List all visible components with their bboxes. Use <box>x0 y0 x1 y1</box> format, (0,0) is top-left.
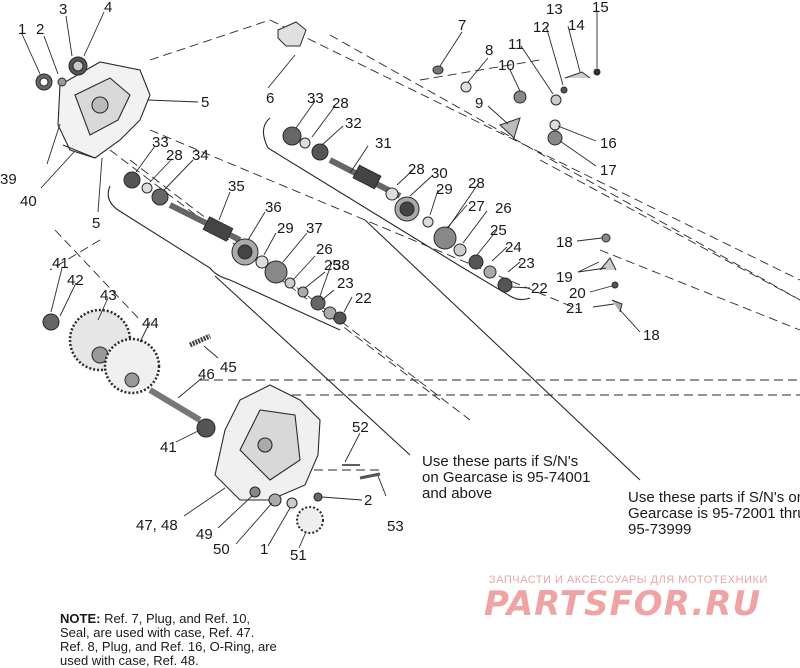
annotation-lower-line: 95-73999 <box>628 521 691 538</box>
callout-18: 18 <box>556 234 573 251</box>
callout-40: 40 <box>20 193 37 210</box>
callout-28: 28 <box>166 147 183 164</box>
callout-7: 7 <box>458 17 466 34</box>
note-label: NOTE: <box>60 611 101 626</box>
callout-25: 25 <box>324 257 341 274</box>
serial-number-annotation-upper: Use these parts if S/N's on Gearcase is … <box>422 453 590 502</box>
callout-15: 15 <box>592 0 609 16</box>
callout-8: 8 <box>485 42 493 59</box>
middle-shaft-assembly <box>123 171 347 325</box>
annotation-upper-line: on Gearcase is 95-74001 <box>422 469 590 486</box>
callout-6: 6 <box>266 90 274 107</box>
callout-11: 11 <box>508 36 524 53</box>
callout-47-48: 47, 48 <box>136 517 178 534</box>
callout-51: 51 <box>290 547 307 564</box>
serial-number-annotation-lower: Use these parts if S/N's on Gearcase is … <box>628 489 800 538</box>
assembly-dashed-lines <box>49 19 800 471</box>
watermark-logo: PARTSFOR.RU <box>484 584 762 624</box>
callout-41: 41 <box>160 439 177 456</box>
callout-5: 5 <box>92 215 100 232</box>
callout-17: 17 <box>600 162 617 179</box>
callout-21: 21 <box>566 300 583 317</box>
callout-25: 25 <box>490 222 507 239</box>
callout-16: 16 <box>600 135 617 152</box>
note-line-1: NOTE: Ref. 7, Plug, and Ref. 10, <box>60 612 277 626</box>
group-brackets <box>107 117 641 481</box>
watermark-caption: ЗАПЧАСТИ И АКСЕССУАРЫ ДЛЯ МОТОТЕХНИКИ <box>489 574 768 586</box>
callout-20: 20 <box>569 285 586 302</box>
callout-44: 44 <box>142 315 159 332</box>
callout-1: 1 <box>260 541 268 558</box>
callout-14: 14 <box>568 17 585 34</box>
callout-2: 2 <box>36 21 44 38</box>
callout-5: 5 <box>201 94 209 111</box>
note-line-1-text: Ref. 7, Plug, and Ref. 10, <box>100 611 251 626</box>
callout-19: 19 <box>556 269 573 286</box>
callout-9: 9 <box>475 95 483 112</box>
callout-28: 28 <box>468 175 485 192</box>
callout-26: 26 <box>316 241 333 258</box>
callout-49: 49 <box>196 526 213 543</box>
annotation-lower-line: Gearcase is 95-72001 thru <box>628 505 800 522</box>
annotation-upper-line: and above <box>422 485 492 502</box>
callout-29: 29 <box>436 181 453 198</box>
callout-50: 50 <box>213 541 230 558</box>
callout-52: 52 <box>352 419 369 436</box>
callout-18: 18 <box>643 327 660 344</box>
upper-gearcase-housing <box>57 61 151 159</box>
callout-42: 42 <box>67 272 84 289</box>
callout-43: 43 <box>100 287 117 304</box>
callout-37: 37 <box>306 220 323 237</box>
callout-labels: 1 2 3 4 5 5 6 7 8 9 10 11 12 13 14 15 16… <box>0 0 660 564</box>
note-block: NOTE: Ref. 7, Plug, and Ref. 10, Seal, a… <box>60 612 277 668</box>
callout-2: 2 <box>364 492 372 509</box>
lower-gear-assembly <box>42 308 216 438</box>
callout-30: 30 <box>431 165 448 182</box>
callout-33: 33 <box>307 90 324 107</box>
callout-23: 23 <box>337 275 354 292</box>
callout-23: 23 <box>518 255 535 272</box>
callout-45: 45 <box>220 359 237 376</box>
callout-31: 31 <box>375 135 392 152</box>
note-line-2: Seal, are used with case, Ref. 47. <box>60 625 255 640</box>
callout-41: 41 <box>52 255 69 272</box>
callout-1: 1 <box>18 21 26 38</box>
annotation-upper-line: Use these parts if S/N's <box>422 453 578 470</box>
retainer-clip-parts <box>599 233 623 313</box>
callout-32: 32 <box>345 115 362 132</box>
annotation-lower-line: Use these parts if S/N's on <box>628 489 800 506</box>
callout-39: 39 <box>0 171 17 188</box>
shift-fork <box>277 21 307 47</box>
drain-plug-parts <box>432 65 601 146</box>
callout-26: 26 <box>495 200 512 217</box>
seal-parts-upper <box>35 56 88 91</box>
callout-22: 22 <box>531 280 548 297</box>
callout-22: 22 <box>355 290 372 307</box>
callout-28: 28 <box>408 161 425 178</box>
callout-53: 53 <box>387 518 404 535</box>
callout-13: 13 <box>546 1 563 18</box>
callout-46: 46 <box>198 366 215 383</box>
callout-34: 34 <box>192 147 209 164</box>
note-line-3: Ref. 8, Plug, and Ref. 16, O-Ring, are <box>60 639 277 654</box>
callout-28: 28 <box>332 95 349 112</box>
callout-36: 36 <box>265 199 282 216</box>
lower-gearcase-housing <box>214 384 381 534</box>
callout-3: 3 <box>59 1 67 18</box>
callout-33: 33 <box>152 134 169 151</box>
callout-12: 12 <box>533 19 550 36</box>
callout-24: 24 <box>505 239 522 256</box>
note-line-4: used with case, Ref. 48. <box>60 653 199 668</box>
upper-shaft-assembly <box>282 126 513 293</box>
callout-35: 35 <box>228 178 245 195</box>
callout-38: 38 <box>333 257 350 274</box>
callout-10: 10 <box>498 57 515 74</box>
leader-lines <box>21 11 641 549</box>
callout-29: 29 <box>277 220 294 237</box>
callout-27: 27 <box>468 198 485 215</box>
callout-4: 4 <box>104 0 112 16</box>
